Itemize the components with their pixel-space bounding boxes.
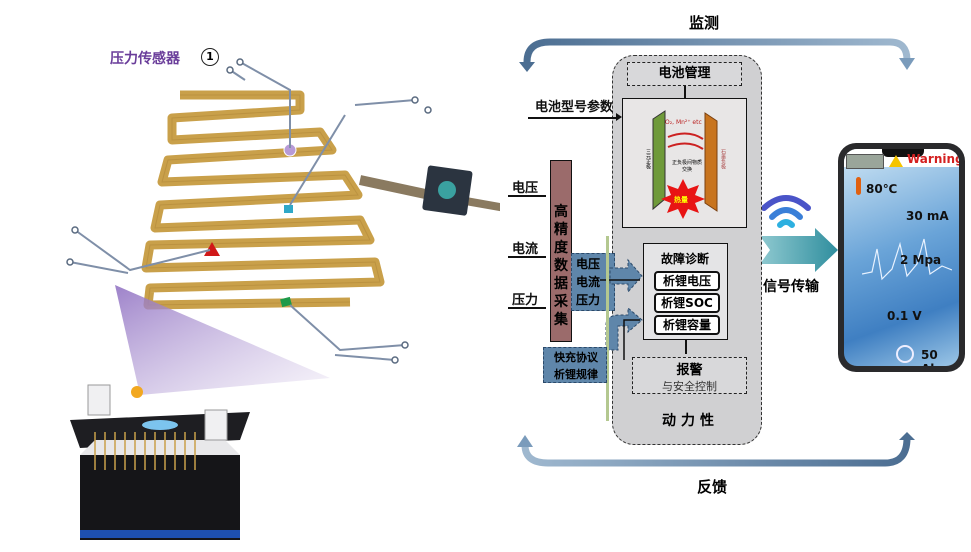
species-label: O₂, Mn²⁺ etc [665, 119, 702, 126]
cathode-label: 三元正极 [645, 149, 651, 169]
light-source [131, 386, 143, 398]
battery-management-box: 电池管理 [627, 62, 742, 86]
input-pressure: 压力 [512, 293, 539, 308]
sensor-node-2 [284, 205, 293, 213]
anode-label: 石墨负极 [720, 149, 726, 169]
feedback-label: 反馈 [697, 478, 728, 496]
alarm-title: 报警 [676, 363, 703, 378]
heat-label: 热量 [674, 196, 688, 204]
collected-current: 电流 [576, 275, 601, 289]
diagnosis-item: 析锂SOC [654, 293, 720, 313]
cell-schematic [652, 110, 718, 219]
heat-burst [661, 179, 705, 219]
gauge-icon [896, 345, 914, 363]
chip-icon [422, 165, 473, 216]
exchange-label: 正负极间物质交换 [671, 160, 702, 173]
fault-diagnosis-box: 故障诊断 析锂电压 析锂SOC 析锂容量 [643, 243, 728, 340]
pressure-value: 2 Mpa [900, 253, 942, 267]
collected-pressure: 压力 [576, 293, 601, 307]
light-beam [115, 285, 330, 395]
phone-notch [882, 149, 924, 157]
voltage-value: 0.1 V [887, 309, 922, 323]
input-current: 电流 [512, 242, 539, 257]
sensor-number: 1 [201, 48, 219, 66]
sensor-illustration [66, 58, 500, 540]
alarm-subtitle: 与安全控制 [662, 380, 717, 393]
feedback-arrow [521, 437, 911, 467]
collected-voltage: 电压 [576, 257, 601, 271]
temperature-value: 80℃ [866, 182, 898, 196]
power-label: 动力性 [662, 413, 719, 429]
sensor-node-4 [280, 296, 292, 308]
alarm-box: 报警 与安全控制 [632, 357, 747, 394]
warning-label: Warning [907, 152, 959, 166]
warning-icon [889, 155, 903, 167]
transmission-arrow [760, 228, 838, 272]
fast-charge-protocol: 快充协议 [554, 351, 598, 364]
battery-cell-box: O₂, Mn²⁺ etc 三元正极 石墨负极 正负极间物质交换 热量 [622, 98, 747, 228]
transmission-label: 信号传输 [763, 279, 819, 295]
arrow-up [684, 86, 686, 98]
wifi-icon [761, 195, 811, 228]
monitor-arrow [523, 38, 911, 63]
phone-screen: Warning 80℃ 30 mA 2 Mpa 0.1 V 50 Ah [844, 149, 959, 366]
diagnosis-item: 析锂电压 [654, 271, 720, 291]
params-arrow [528, 117, 618, 119]
thermometer-icon [856, 177, 861, 195]
sensor-node-3 [204, 242, 220, 256]
battery-params-label: 电池型号参数 [535, 100, 614, 115]
diagnosis-title: 故障诊断 [660, 252, 709, 266]
monitor-label: 监测 [689, 14, 720, 32]
input-voltage: 电压 [512, 181, 539, 196]
flow-arrows [600, 258, 643, 360]
capacity-value: 50 Ah [921, 348, 939, 366]
acquisition-box: 高精度数据采集 [550, 160, 572, 342]
sensor-label: 压力传感器 [110, 51, 180, 67]
phone: Warning 80℃ 30 mA 2 Mpa 0.1 V 50 Ah [838, 143, 965, 372]
plating-rule: 析锂规律 [554, 368, 598, 381]
battery-icon [846, 154, 884, 169]
divider-line [606, 236, 609, 421]
battery-cell-icon [70, 384, 250, 540]
current-value: 30 mA [906, 209, 949, 223]
diagnosis-item: 析锂容量 [654, 315, 720, 335]
signal-chart [862, 238, 952, 281]
knowledge-box: 快充协议 析锂规律 [543, 347, 607, 383]
